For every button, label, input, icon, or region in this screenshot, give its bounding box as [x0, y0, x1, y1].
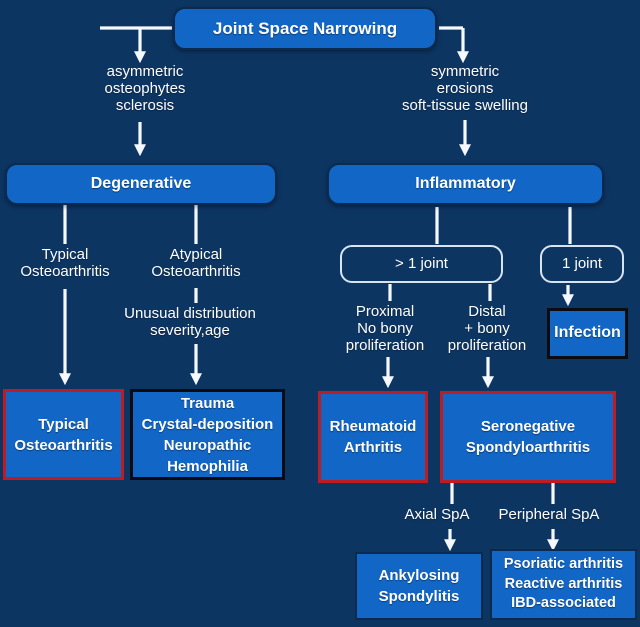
- node-inflammatory: Inflammatory: [327, 163, 604, 205]
- note-axial-spa: Axial SpA: [404, 506, 470, 523]
- node-outcome-rheumatoid-arthritis: Rheumatoid Arthritis: [318, 391, 428, 483]
- note-left-criteria: asymmetric osteophytes sclerosis: [104, 63, 186, 114]
- node-outcome-typical-osteoarthritis: Typical Osteoarthritis: [3, 389, 124, 480]
- note-typical-osteoarthritis: Typical Osteoarthritis: [20, 246, 110, 280]
- node-single-joint: 1 joint: [540, 245, 624, 283]
- node-outcome-seronegative-spondyloarthritis: Seronegative Spondyloarthritis: [440, 391, 616, 483]
- node-degenerative: Degenerative: [5, 163, 277, 205]
- node-outcome-trauma-group: Trauma Crystal-deposition Neuropathic He…: [130, 389, 285, 480]
- note-right-criteria: symmetric erosions soft-tissue swelling: [402, 63, 528, 114]
- node-outcome-peripheral-spa-group: Psoriatic arthritis Reactive arthritis I…: [490, 549, 637, 620]
- note-proximal-no-bony: Proximal No bony proliferation: [345, 303, 425, 354]
- node-outcome-ankylosing-spondylitis: Ankylosing Spondylitis: [355, 552, 483, 620]
- note-distal-bony: Distal + bony proliferation: [447, 303, 527, 354]
- note-unusual-distribution: Unusual distribution severity,age: [124, 305, 256, 339]
- node-outcome-infection: Infection: [547, 308, 628, 359]
- node-multiple-joints: > 1 joint: [340, 245, 503, 283]
- note-peripheral-spa: Peripheral SpA: [498, 506, 600, 523]
- note-atypical-osteoarthritis: Atypical Osteoarthritis: [151, 246, 241, 280]
- node-joint-space-narrowing: Joint Space Narrowing: [173, 7, 437, 50]
